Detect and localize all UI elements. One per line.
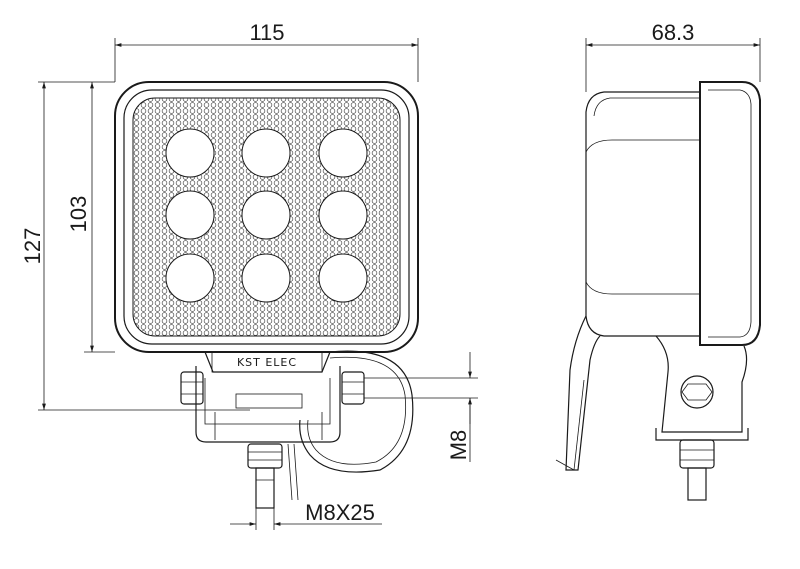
- side-bolt-head: [680, 375, 714, 409]
- led: [318, 128, 368, 178]
- led: [165, 253, 215, 303]
- led-grid: [165, 128, 368, 303]
- side-bracket-arm: [655, 335, 748, 433]
- dim-label-total-height: 127: [20, 228, 45, 265]
- side-nut-left: [180, 371, 204, 405]
- dimension-width: 115: [114, 20, 419, 82]
- dim-label-bolt-thread: M8: [446, 430, 471, 461]
- dim-label-housing-height: 103: [66, 196, 91, 233]
- led: [165, 190, 215, 240]
- dimension-total-height: 127: [20, 81, 250, 411]
- led: [318, 190, 368, 240]
- side-view: [555, 81, 761, 501]
- brand-logo: KST ELEC: [237, 356, 297, 369]
- dim-label-bolt-size: M8X25: [305, 500, 375, 525]
- dim-label-width: 115: [249, 20, 284, 45]
- front-view: KST ELEC: [114, 81, 419, 509]
- led: [241, 253, 291, 303]
- led: [241, 128, 291, 178]
- dimension-bolt-size: M8X25: [230, 500, 382, 530]
- led: [318, 253, 368, 303]
- front-housing-inner: [123, 89, 410, 345]
- led: [241, 190, 291, 240]
- side-bezel: [699, 81, 761, 346]
- side-strap: [565, 315, 601, 471]
- dimension-bolt-thread: M8: [364, 352, 478, 462]
- led: [165, 128, 215, 178]
- mounting-bolt: [247, 443, 283, 509]
- dimension-housing-height: 103: [66, 82, 115, 353]
- side-body: [585, 91, 700, 337]
- power-cable: [299, 350, 414, 473]
- bracket-body: [195, 366, 341, 443]
- dim-label-depth: 68.3: [652, 20, 695, 45]
- side-nut-right: [341, 371, 365, 405]
- dimension-depth: 68.3: [585, 20, 761, 92]
